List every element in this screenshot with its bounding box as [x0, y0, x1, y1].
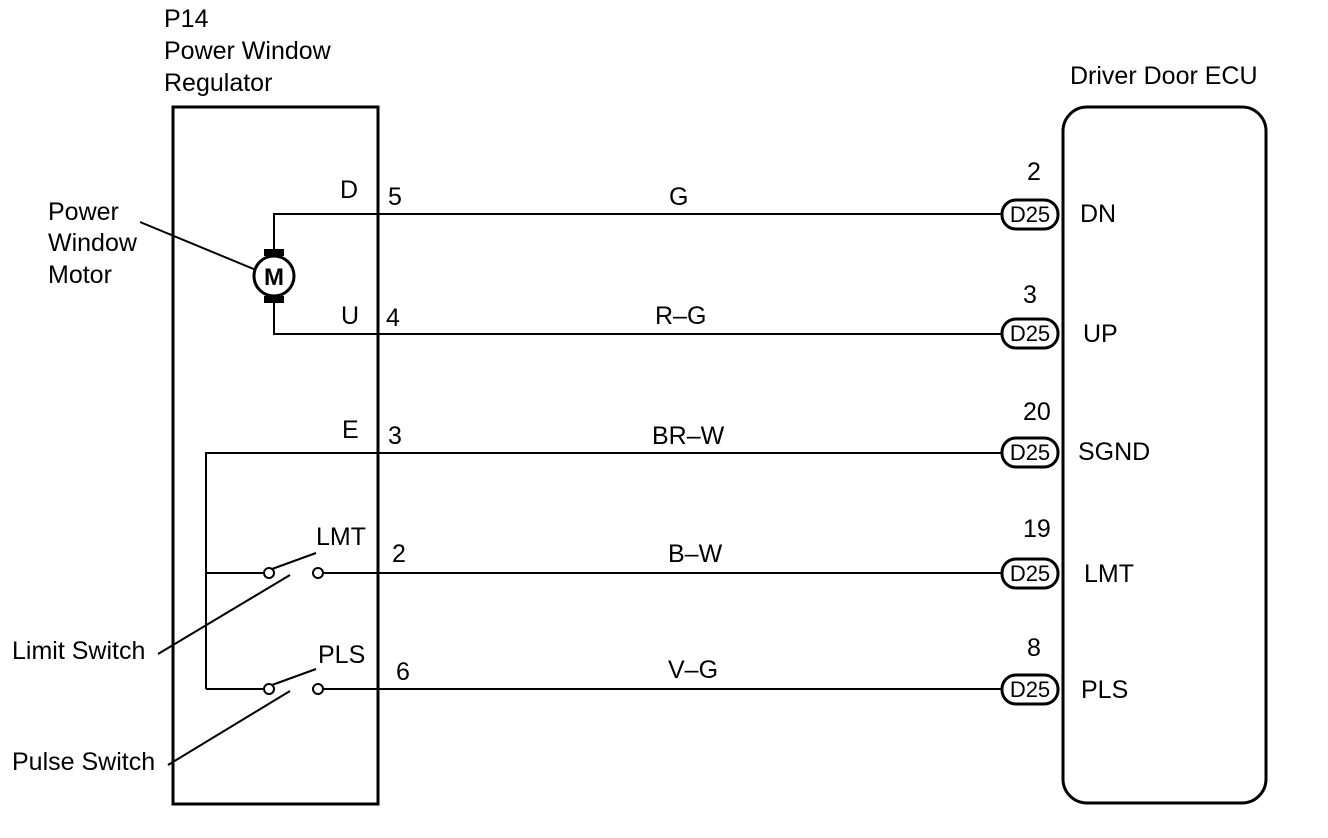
pulse-switch-blade: [271, 668, 317, 686]
terminal-e-label: E: [342, 416, 359, 444]
ecu-box: [1061, 105, 1268, 805]
pin-5-label: 5: [388, 183, 402, 211]
ecu-name: Driver Door ECU: [1070, 62, 1258, 90]
pulse-switch-symbol: [263, 668, 324, 695]
limit-switch-label: Limit Switch: [12, 637, 145, 665]
motor-brush-bottom: [264, 296, 284, 303]
motor-label-line2: Window: [48, 229, 138, 257]
ecu-pin-8-label: 8: [1027, 634, 1041, 662]
pulse-switch-contact-right: [312, 683, 324, 695]
wire-color-br-w: BR–W: [652, 422, 725, 450]
regulator-name-line1: Power Window: [164, 37, 332, 65]
connector-d25-sgnd-code: D25: [1010, 440, 1050, 465]
regulator-code: P14: [164, 5, 209, 33]
limit-switch-contact-right: [312, 567, 324, 579]
wire-d-motor-top: [273, 213, 1003, 256]
ecu-pin-2-label: 2: [1027, 158, 1041, 186]
wire-e-ground-bus: [205, 452, 1003, 689]
pulse-switch-label: Pulse Switch: [12, 748, 155, 776]
motor-label-line3: Motor: [48, 261, 112, 289]
connector-d25-dn: [1000, 198, 1060, 231]
ecu-pin-3-label: 3: [1023, 281, 1037, 309]
pulse-switch-leader: [167, 690, 291, 766]
wire-u-motor-bottom: [273, 296, 1003, 335]
limit-switch-blade: [271, 552, 317, 570]
connector-d25-up-code: D25: [1010, 321, 1050, 346]
motor-circle: [252, 254, 296, 298]
connector-d25-pls: [1000, 673, 1060, 706]
ecu-terminal-lmt: LMT: [1084, 560, 1134, 588]
ecu-pin-19-label: 19: [1023, 515, 1051, 543]
regulator-box: [171, 105, 380, 806]
motor-brush-top: [264, 249, 284, 256]
motor-letter: M: [264, 264, 284, 291]
ecu-terminal-sgnd: SGND: [1078, 438, 1150, 466]
pin-4-label: 4: [386, 304, 400, 332]
connector-d25-sgnd: [1000, 436, 1060, 469]
wire-color-r-g: R–G: [655, 302, 706, 330]
wire-color-v-g: V–G: [668, 656, 718, 684]
limit-switch-leader: [157, 574, 291, 655]
ecu-terminal-pls: PLS: [1081, 676, 1128, 704]
connector-d25-dn-code: D25: [1010, 202, 1050, 227]
terminal-d-label: D: [340, 176, 358, 204]
pin-6-label: 6: [396, 658, 410, 686]
pin-3-label: 3: [388, 422, 402, 450]
ecu-pin-20-label: 20: [1023, 398, 1051, 426]
terminal-pls-label: PLS: [318, 641, 365, 669]
pulse-switch-contact-left: [263, 683, 275, 695]
wire-color-b-w: B–W: [668, 540, 723, 568]
limit-switch-symbol: [263, 552, 324, 579]
motor-symbol: M: [252, 249, 296, 303]
terminal-lmt-label: LMT: [316, 523, 366, 551]
ecu-terminal-dn: DN: [1080, 200, 1116, 228]
limit-switch-contact-left: [263, 567, 275, 579]
terminal-u-label: U: [341, 302, 359, 330]
connector-d25-up: [1000, 317, 1060, 350]
motor-label-line1: Power: [48, 198, 119, 226]
wire-color-g: G: [669, 183, 688, 211]
connector-d25-lmt-code: D25: [1010, 561, 1050, 586]
regulator-name-line2: Regulator: [164, 69, 272, 97]
connector-d25-lmt: [1000, 557, 1060, 590]
motor-leader-line: [139, 221, 257, 271]
connector-d25-pls-code: D25: [1010, 677, 1050, 702]
ecu-terminal-up: UP: [1083, 320, 1118, 348]
pin-2-label: 2: [392, 540, 406, 568]
